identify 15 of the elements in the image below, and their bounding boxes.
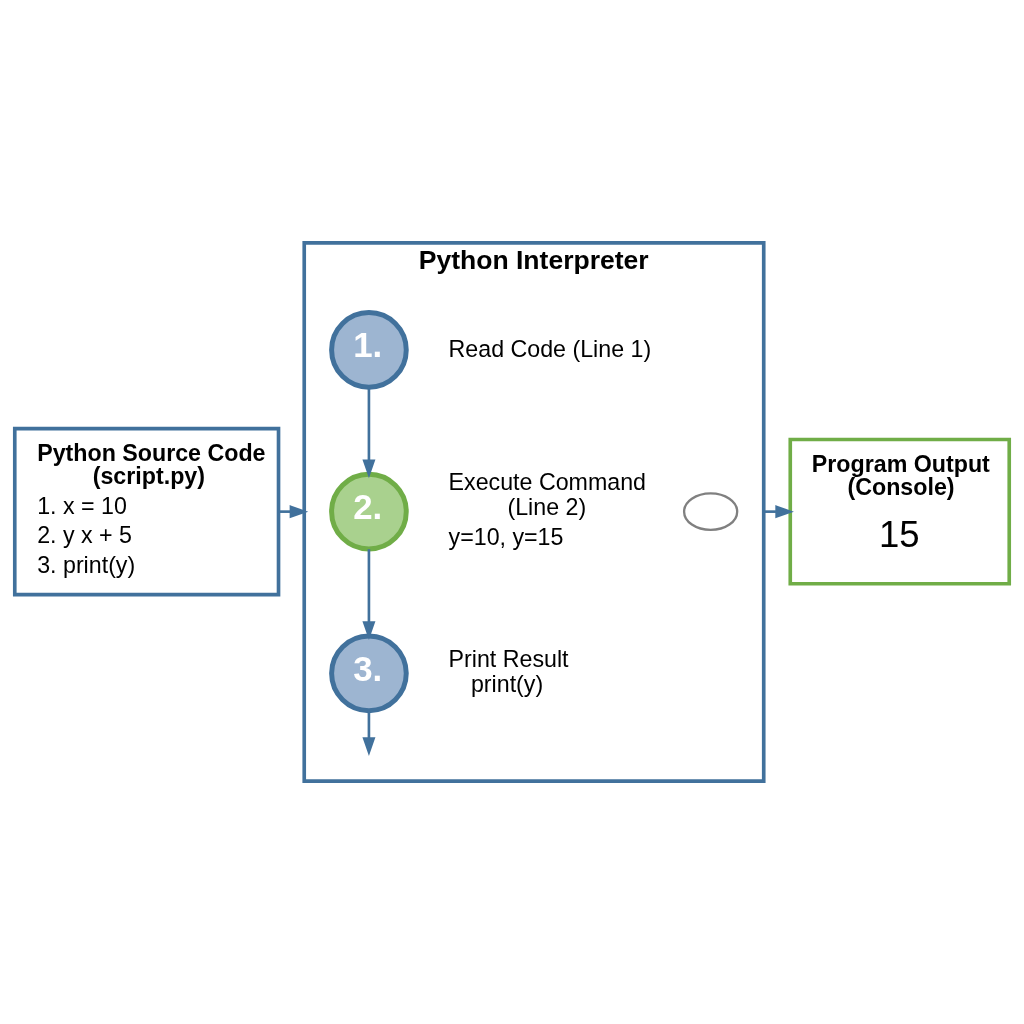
node-circle: 3. bbox=[329, 633, 409, 714]
node-label: Read Code (Line 1) bbox=[448, 335, 652, 362]
node-circle: 1. bbox=[329, 310, 409, 390]
arrow bbox=[763, 505, 794, 519]
node-cloud bbox=[682, 492, 739, 532]
node-label: Execute Command (Line 2) bbox=[448, 469, 646, 521]
node-circle: 2. bbox=[329, 471, 409, 552]
arrow bbox=[278, 505, 309, 519]
node-label: y=10, y=15 bbox=[448, 524, 564, 551]
node-box: Program Output (Console) 15 bbox=[788, 437, 1012, 586]
node-box: Python Source Code (script.py) 1. x = 10 2. y x + 5 3. print(y) bbox=[12, 426, 281, 597]
arrow bbox=[362, 387, 376, 479]
arrow bbox=[362, 549, 376, 640]
arrow bbox=[362, 710, 376, 756]
node-label: Print Result print(y) bbox=[448, 646, 569, 697]
